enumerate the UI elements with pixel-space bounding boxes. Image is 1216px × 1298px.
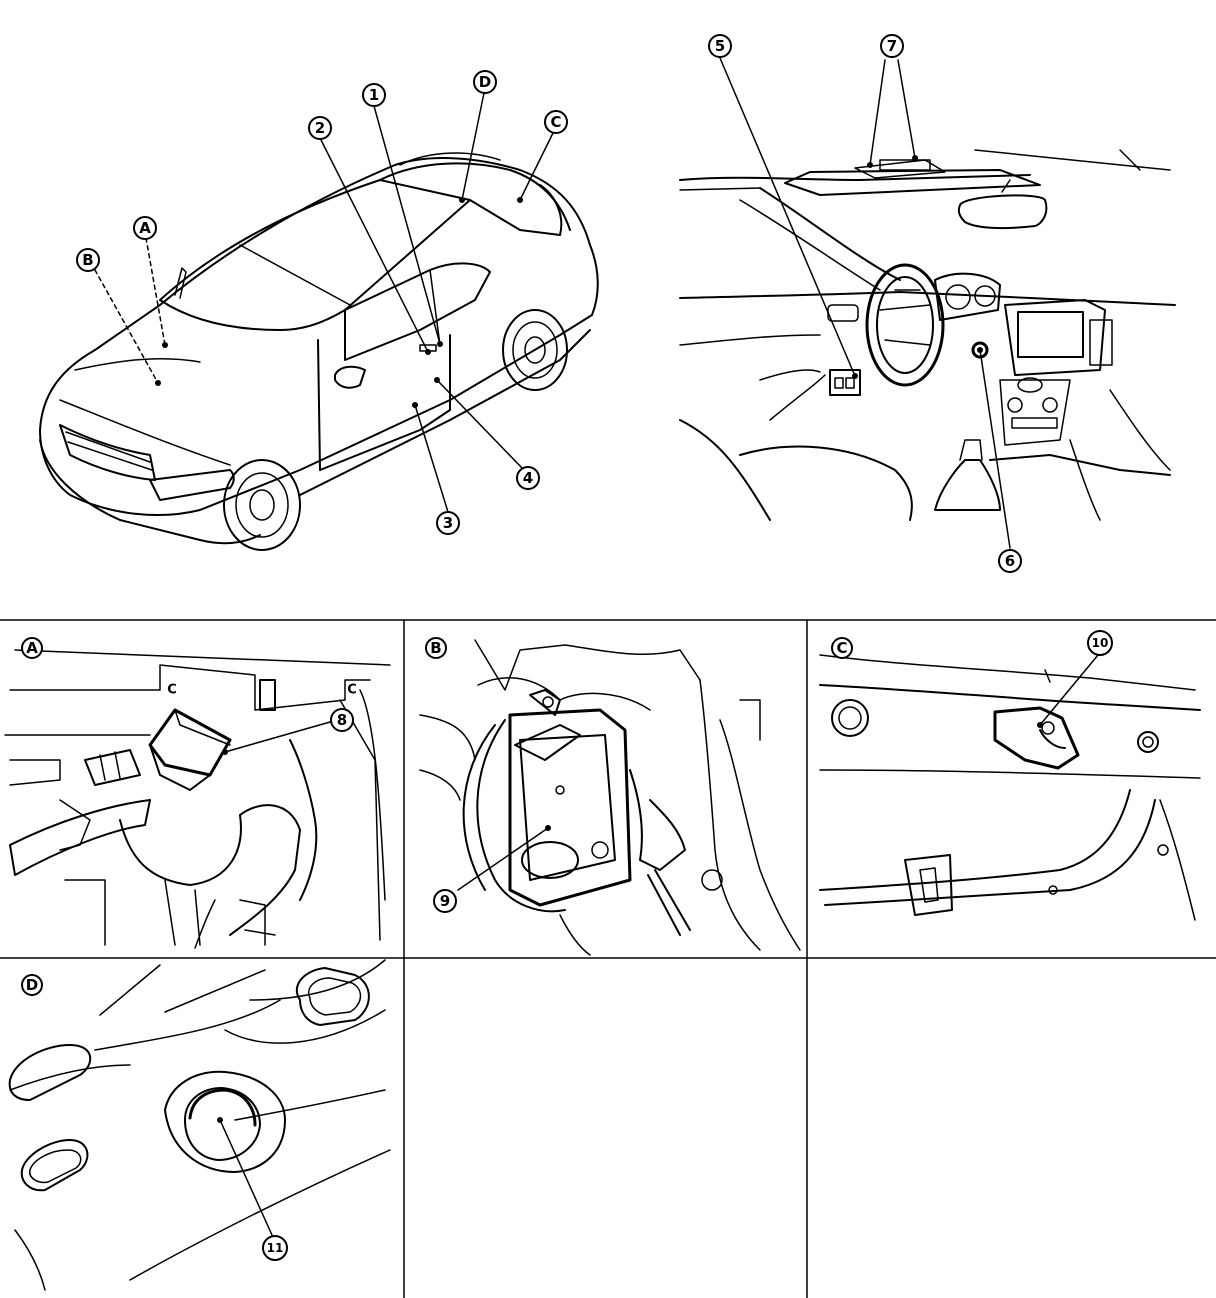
svg-text:C: C xyxy=(167,683,177,698)
svg-text:7: 7 xyxy=(887,37,897,55)
svg-text:A: A xyxy=(139,219,151,237)
callout-3: 3 xyxy=(436,511,460,535)
svg-text:9: 9 xyxy=(440,892,450,910)
panel-d-drawing xyxy=(8,959,391,1291)
callout-b: B xyxy=(76,248,100,272)
callout-d: D xyxy=(473,70,497,94)
panel-c-drawing xyxy=(819,654,1201,921)
callout-5: 5 xyxy=(708,34,732,58)
car-overview-drawing xyxy=(39,92,599,551)
callout-7: 7 xyxy=(880,34,904,58)
svg-text:A: A xyxy=(26,639,38,657)
panel-a-drawing: C C xyxy=(4,649,391,949)
callout-1: 1 xyxy=(362,83,386,107)
svg-text:8: 8 xyxy=(337,711,347,729)
callout-2: 2 xyxy=(308,116,332,140)
callout-8: 8 xyxy=(330,708,354,732)
svg-text:C: C xyxy=(836,639,847,657)
callout-c: C xyxy=(544,110,568,134)
panel-a-label: A xyxy=(21,637,43,659)
svg-text:2: 2 xyxy=(315,119,325,137)
svg-text:D: D xyxy=(479,73,491,91)
svg-text:5: 5 xyxy=(715,37,725,55)
svg-text:B: B xyxy=(430,639,441,657)
panel-grid xyxy=(0,619,1216,1298)
svg-text:C: C xyxy=(550,113,561,131)
callout-9: 9 xyxy=(433,889,457,913)
svg-text:C: C xyxy=(347,683,357,698)
svg-text:10: 10 xyxy=(1092,636,1109,650)
svg-text:B: B xyxy=(82,251,93,269)
svg-text:11: 11 xyxy=(267,1241,284,1255)
svg-text:6: 6 xyxy=(1005,552,1015,570)
panel-b-label: B xyxy=(425,637,447,659)
svg-text:4: 4 xyxy=(523,469,533,487)
panel-c-label: C xyxy=(831,637,853,659)
panel-b-drawing xyxy=(419,639,801,956)
callout-4: 4 xyxy=(516,466,540,490)
callout-a: A xyxy=(133,216,157,240)
svg-text:D: D xyxy=(26,976,38,994)
callout-6: 6 xyxy=(998,549,1022,573)
cabin-overview-drawing xyxy=(679,57,1176,549)
callout-11: 11 xyxy=(262,1235,288,1261)
callout-10: 10 xyxy=(1087,630,1113,656)
panel-d-label: D xyxy=(21,974,43,996)
svg-text:3: 3 xyxy=(443,514,453,532)
svg-text:1: 1 xyxy=(369,86,379,104)
